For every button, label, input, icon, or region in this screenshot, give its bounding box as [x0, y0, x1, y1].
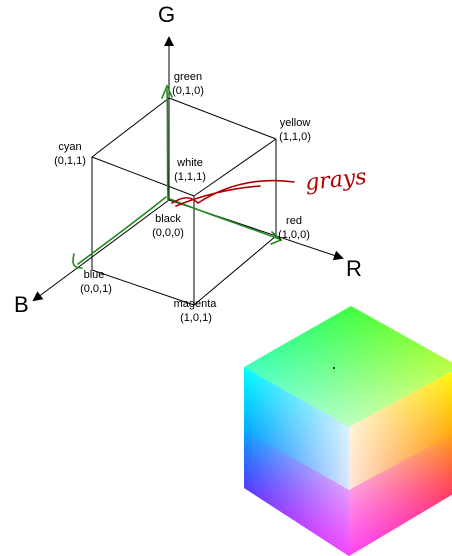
- r-axis-label: R: [346, 256, 362, 281]
- vertex-blue-name: blue: [84, 269, 105, 281]
- vertex-green-coord: (0,1,0): [172, 85, 204, 97]
- shaded-color-cube: [244, 306, 452, 556]
- b-axis: [32, 199, 170, 302]
- b-axis-label: B: [14, 292, 29, 317]
- vertex-red-coord: (1,0,0): [278, 229, 310, 241]
- vertex-black-coord: (0,0,0): [152, 227, 184, 239]
- vertex-magenta-coord: (1,0,1): [180, 312, 212, 324]
- vertex-cyan-coord: (0,1,1): [54, 155, 86, 167]
- grays-label: grays: [304, 165, 368, 196]
- vertex-white-name: white: [176, 157, 203, 169]
- vertex-yellow-name: yellow: [280, 117, 311, 129]
- vertex-cyan-name: cyan: [58, 141, 81, 153]
- vertex-green-name: green: [174, 71, 202, 83]
- vertex-yellow-coord: (1,1,0): [279, 131, 311, 143]
- green-axis-traces: [72, 83, 283, 269]
- vertex-magenta-name: magenta: [174, 298, 218, 310]
- grays-pointer-curve: [171, 179, 295, 207]
- vertex-blue-coord: (0,0,1): [80, 283, 112, 295]
- vertex-red-name: red: [286, 215, 302, 227]
- vertex-white-coord: (1,1,1): [174, 171, 206, 183]
- cube-wireframe: [91, 97, 277, 306]
- vertex-black-name: black: [155, 213, 181, 225]
- g-axis-label: G: [158, 2, 175, 27]
- center-dot: [333, 367, 335, 369]
- vertex-labels: green (0,1,0) yellow (1,1,0) cyan (0,1,1…: [54, 71, 311, 324]
